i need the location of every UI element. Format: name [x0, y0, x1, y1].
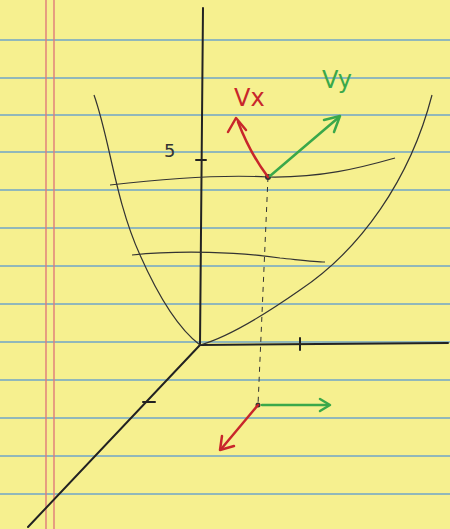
y-arrowhead: [320, 399, 330, 411]
vector-label: Vx: [234, 86, 265, 110]
axis-value: 5: [164, 142, 175, 160]
ruled-lines: [0, 40, 450, 494]
y-arrow: [262, 404, 328, 407]
vy-arrow: [270, 118, 338, 176]
surface: [94, 95, 432, 345]
vx-arrowhead: [228, 118, 246, 132]
x-arrowhead: [220, 436, 234, 450]
projection-line: [258, 177, 268, 405]
axes: [28, 8, 448, 527]
vy-arrowhead: [324, 116, 340, 132]
vx-arrow: [238, 122, 268, 177]
margin-lines: [46, 0, 54, 529]
x-arrow: [222, 405, 258, 448]
vector-label: Vy: [322, 68, 352, 92]
